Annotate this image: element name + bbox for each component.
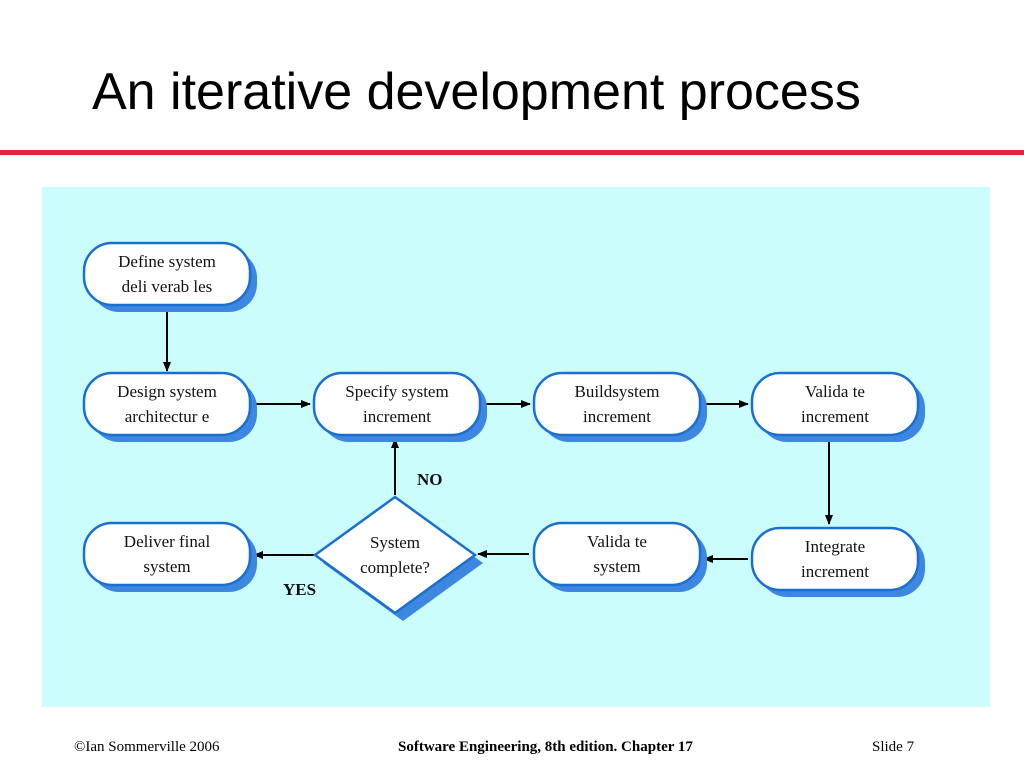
node-decision-label-line-2: complete?	[360, 558, 430, 577]
footer-copyright: ©Ian Sommerville 2006	[74, 739, 220, 755]
node-specify-label-line-1: Specify system	[345, 382, 448, 401]
node-deliver: Deliver final system	[82, 521, 257, 592]
flow-edges	[163, 306, 833, 563]
edge-label-yes: YES	[283, 580, 316, 599]
node-validate-inc-label-line-2: increment	[801, 407, 869, 426]
node-build: Buildsystem increment	[532, 371, 707, 442]
footer-book-title: Software Engineering, 8th edition. Chapt…	[398, 739, 693, 755]
node-define: Define system deli verab les	[82, 241, 257, 312]
node-validate-inc: Valida te increment	[750, 371, 925, 442]
footer-slide-number: Slide 7	[872, 739, 915, 755]
node-validate-sys-label-line-1: Valida te	[587, 532, 647, 551]
node-define-label-line-2: deli verab les	[122, 277, 213, 296]
node-specify: Specify system increment	[312, 371, 487, 442]
node-design-label-line-2: architectur e	[125, 407, 209, 426]
edge-labels: NO YES	[283, 470, 443, 599]
node-decision-label-line-1: System	[370, 533, 420, 552]
node-box	[82, 521, 252, 587]
node-design: Design system architectur e	[82, 371, 257, 442]
node-box	[312, 371, 482, 437]
node-box	[82, 371, 252, 437]
node-validate-sys: Valida te system	[532, 521, 707, 592]
node-define-label-line-1: Define system	[118, 252, 216, 271]
node-integrate-label-line-2: increment	[801, 562, 869, 581]
node-integrate-label-line-1: Integrate	[805, 537, 865, 556]
node-deliver-label-line-2: system	[143, 557, 190, 576]
node-box	[532, 371, 702, 437]
node-build-label-line-2: increment	[583, 407, 651, 426]
edge-label-no: NO	[417, 470, 443, 489]
node-validate-sys-label-line-2: system	[593, 557, 640, 576]
node-box	[532, 521, 702, 587]
node-box	[750, 526, 920, 592]
node-deliver-label-line-1: Deliver final	[124, 532, 211, 551]
node-box	[750, 371, 920, 437]
slide-title: An iterative development process	[92, 63, 861, 121]
title-rule	[0, 150, 1024, 155]
node-box	[312, 495, 478, 615]
node-decision-diamond: System complete?	[312, 495, 483, 621]
node-build-label-line-1: Buildsystem	[574, 382, 659, 401]
node-design-label-line-1: Design system	[117, 382, 217, 401]
node-specify-label-line-2: increment	[363, 407, 431, 426]
node-validate-inc-label-line-1: Valida te	[805, 382, 865, 401]
node-integrate: Integrate increment	[750, 526, 925, 597]
node-box	[82, 241, 252, 307]
